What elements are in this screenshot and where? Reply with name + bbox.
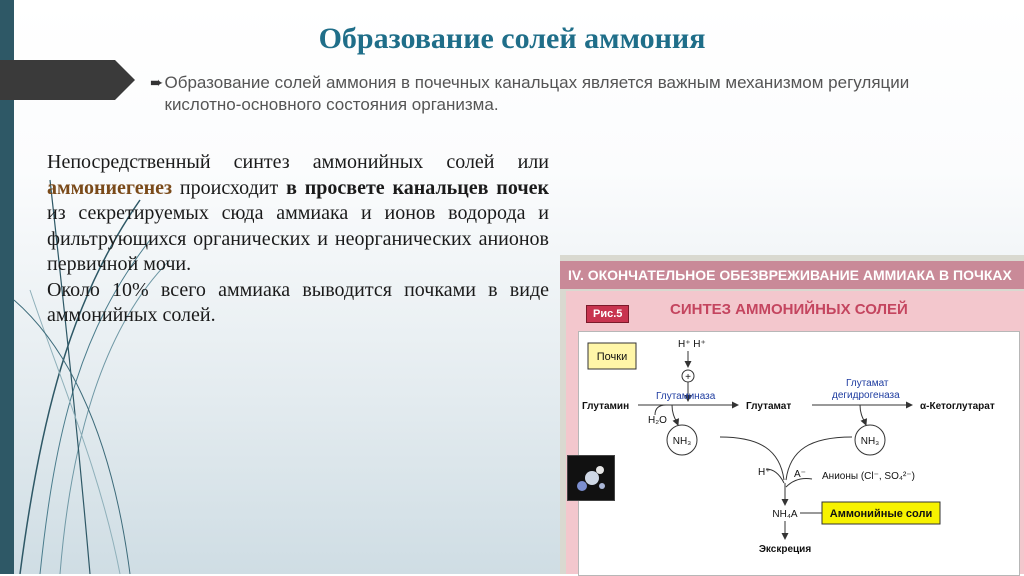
converge-left [719, 436, 785, 481]
h-plus-curve [765, 468, 785, 484]
nh3-right-label: NH₃ [861, 436, 880, 447]
text-span: происходит [172, 176, 287, 199]
paragraph-1: Непосредственный синтез аммонийных солей… [47, 150, 549, 278]
kidney-label: Почки [597, 351, 627, 363]
salts-box [821, 501, 941, 525]
h-plus-label: H⁺ [758, 467, 771, 478]
kidney-box [587, 342, 637, 370]
term-location: в просвете канальцев почек [286, 176, 549, 199]
paragraph-2: Около 10% всего аммиака выводится почкам… [47, 278, 549, 327]
figure-subtitle: СИНТЕЗ АММОНИЙНЫХ СОЛЕЙ [670, 301, 908, 318]
ammonium-salts-figure: IV. ОКОНЧАТЕЛЬНОЕ ОБЕЗВРЕЖИВАНИЕ АММИАКА… [560, 255, 1024, 576]
gdh-label-1: Глутамат [846, 378, 889, 389]
a-minus-label: A⁻ [794, 469, 806, 480]
glutaminase-label: Глутаминаза [656, 391, 716, 402]
akg-label: α-Кетоглутарат [920, 401, 995, 412]
bullet-text: Образование солей аммония в почечных кан… [164, 73, 910, 114]
main-text-block: Непосредственный синтез аммонийных солей… [47, 150, 549, 329]
molecule-model-icon [567, 455, 615, 501]
excretion-label: Экскреция [759, 544, 812, 555]
slide-title: Образование солей аммония [318, 22, 706, 55]
pathway-diagram: Почки H⁺ H⁺ + Глутамин Глутаминаза Глута… [582, 339, 995, 555]
figure-header: IV. ОКОНЧАТЕЛЬНОЕ ОБЕЗВРЕЖИВАНИЕ АММИАКА… [560, 261, 1024, 289]
glutamate-label: Глутамат [746, 401, 791, 412]
title-arrow-bar [0, 60, 135, 100]
anions-label: Анионы (Cl⁻, SO₄²⁻) [822, 471, 915, 482]
nh3-circle-left [666, 424, 698, 456]
text-span: Непосредственный синтез аммонийных солей… [47, 151, 549, 173]
diagram-area [578, 331, 1020, 576]
nh3-left-branch [671, 404, 680, 426]
nh3-left-label: NH₃ [673, 436, 692, 447]
nh4a-label: NH₄A [772, 509, 798, 520]
water-arrow [654, 404, 667, 416]
salts-label: Аммонийные соли [830, 508, 933, 520]
bullet-point: ➨ Образование солей аммония в почечных к… [150, 72, 950, 116]
term-ammoniagenesis: аммониегенез [47, 176, 173, 199]
text-span: из секретируемых сюда аммиака и ионов во… [47, 202, 549, 275]
water-label: H₂O [648, 415, 667, 426]
left-accent-strip [0, 0, 14, 574]
anion-curve [785, 478, 813, 488]
arrow-bullet-icon: ➨ [150, 73, 164, 92]
plus-sign: + [685, 372, 691, 383]
gdh-label-2: дегидрогеназа [832, 390, 900, 401]
decorative-curves [13, 179, 171, 574]
glutamine-label: Глутамин [582, 401, 629, 412]
nh3-right-branch [859, 404, 868, 426]
figure-label: Рис.5 [586, 305, 630, 323]
nh3-circle-right [854, 424, 886, 456]
converge-right [785, 436, 853, 481]
h-plus-top: H⁺ H⁺ [678, 339, 706, 350]
